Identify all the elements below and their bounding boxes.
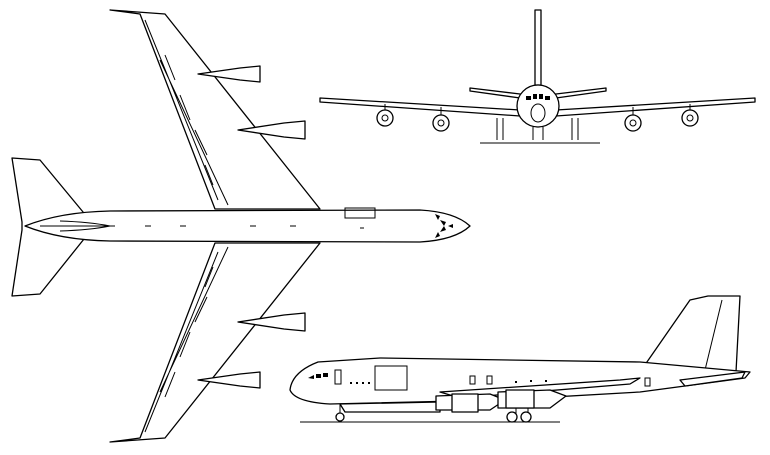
- side-view-engines: [435, 389, 567, 413]
- side-view: [289, 295, 751, 423]
- front-view-engines: [376, 104, 699, 132]
- side-view-landing-gear: [300, 404, 560, 423]
- top-view-upper-wing: [109, 9, 321, 210]
- front-view: [319, 9, 756, 144]
- top-view: [11, 9, 471, 443]
- top-view-lower-wing: [109, 242, 321, 443]
- front-view-fin: [534, 9, 542, 86]
- top-view-engines: [197, 65, 306, 389]
- side-view-fuselage: [289, 357, 751, 405]
- top-view-cockpit-windows: [435, 214, 453, 238]
- front-view-landing-gear: [480, 118, 600, 144]
- front-view-fuselage: [516, 84, 560, 128]
- side-view-fin: [639, 295, 741, 373]
